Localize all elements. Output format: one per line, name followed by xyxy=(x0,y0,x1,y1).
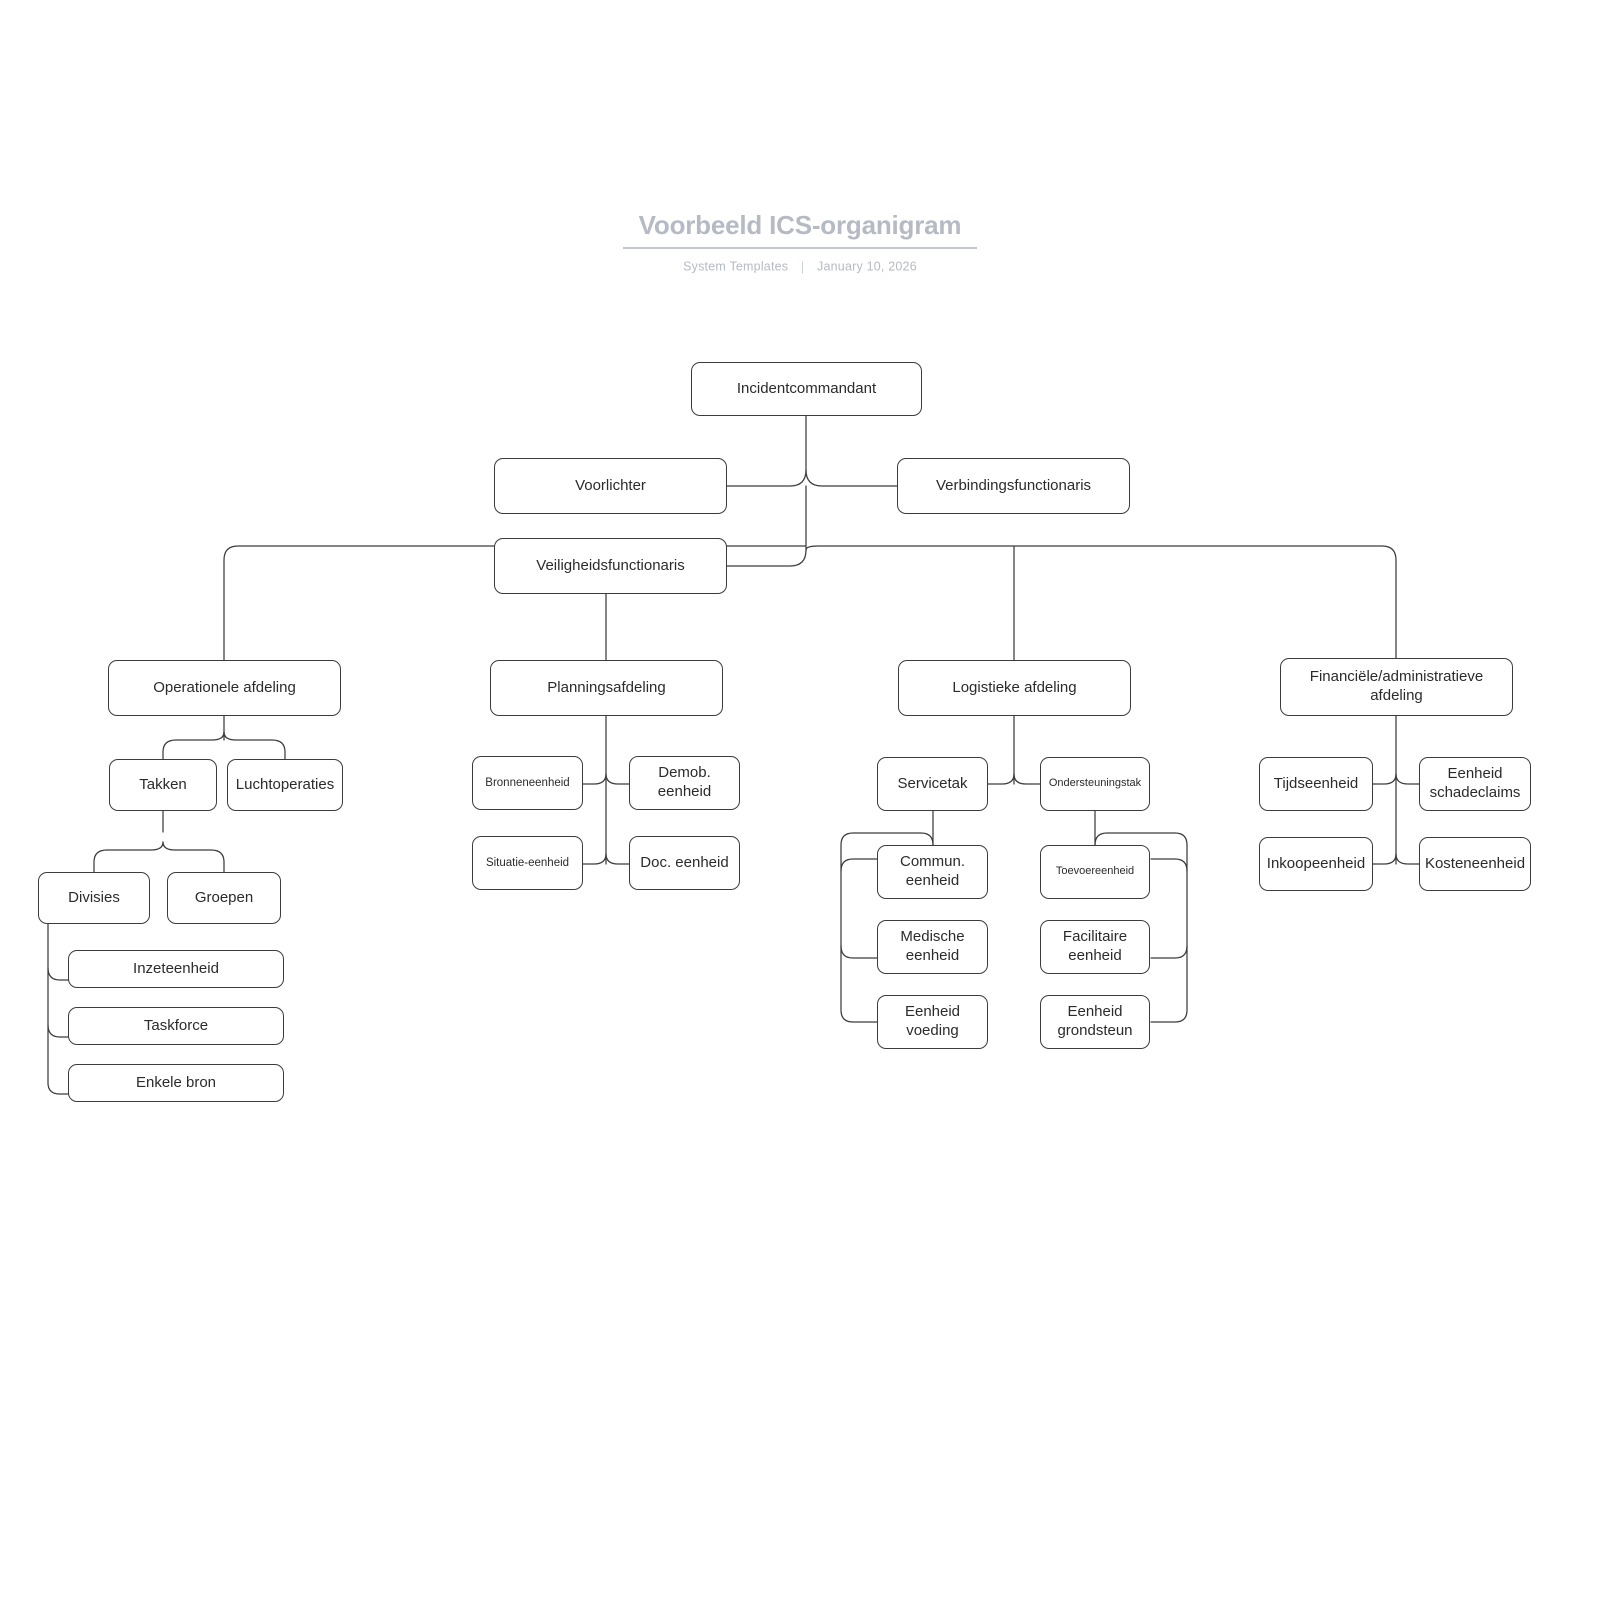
node-ondersteuningstak[interactable]: Ondersteuningstak xyxy=(1040,757,1150,811)
wire-service-medisch xyxy=(840,945,878,959)
wire-fin-kosten xyxy=(1395,853,1420,865)
node-eenheid-voeding[interactable]: Eenheid voeding xyxy=(877,995,988,1049)
wire-service-commun xyxy=(840,858,878,872)
node-operationele-afdeling[interactable]: Operationele afdeling xyxy=(108,660,341,716)
wire-divisies-inzet xyxy=(47,967,71,981)
wire-fin-schade xyxy=(1395,773,1420,785)
node-eenheid-grondsteun[interactable]: Eenheid grondsteun xyxy=(1040,995,1150,1049)
node-takken[interactable]: Takken xyxy=(109,759,217,811)
node-kosteneenheid[interactable]: Kosteneenheid xyxy=(1419,837,1531,891)
wire-log-service xyxy=(986,773,1015,785)
node-luchtoperaties[interactable]: Luchtoperaties xyxy=(227,759,343,811)
node-facilitaire-eenheid[interactable]: Facilitaire eenheid xyxy=(1040,920,1150,974)
wire-plan-bronnen xyxy=(582,773,607,785)
node-servicetak[interactable]: Servicetak xyxy=(877,757,988,811)
wire-onderst-facilit xyxy=(1150,945,1188,959)
node-planningsafdeling[interactable]: Planningsafdeling xyxy=(490,660,723,716)
wire-bar-right xyxy=(805,545,1397,661)
node-bronneneenheid[interactable]: Bronneneenheid xyxy=(472,756,583,810)
node-enkele-bron[interactable]: Enkele bron xyxy=(68,1064,284,1102)
wire-ic-liaison xyxy=(805,469,898,487)
wire-ic-safety xyxy=(726,549,807,567)
wire-plan-situatie xyxy=(582,853,607,865)
wire-fin-tijd xyxy=(1372,773,1397,785)
node-divisies[interactable]: Divisies xyxy=(38,872,150,924)
node-verbindingsfunctionaris[interactable]: Verbindingsfunctionaris xyxy=(897,458,1130,514)
node-toevoereenheid[interactable]: Toevoereenheid xyxy=(1040,845,1150,899)
node-financiele-administratieve-afdeling[interactable]: Financiële/administratieve afdeling xyxy=(1280,658,1513,716)
wire-plan-demob xyxy=(605,773,630,785)
wire-ic-pio xyxy=(726,469,807,487)
subtitle-date: January 10, 2026 xyxy=(817,259,917,274)
page-title: Voorbeeld ICS-organigram xyxy=(622,210,978,250)
node-voorlichter[interactable]: Voorlichter xyxy=(494,458,727,514)
subtitle-divider: | xyxy=(800,259,805,274)
wire-onderst-toevoer xyxy=(1150,858,1188,872)
wire-plan-doc xyxy=(605,853,630,865)
wire-log-onderst xyxy=(1013,773,1042,785)
wire-ops-takken xyxy=(162,731,225,763)
node-doc-eenheid[interactable]: Doc. eenheid xyxy=(629,836,740,890)
wire-ops-lucht xyxy=(223,731,286,763)
subtitle-source: System Templates xyxy=(683,259,789,274)
node-logistieke-afdeling[interactable]: Logistieke afdeling xyxy=(898,660,1131,716)
node-medische-eenheid[interactable]: Medische eenheid xyxy=(877,920,988,974)
node-incidentcommandant[interactable]: Incidentcommandant xyxy=(691,362,922,416)
node-inzeteenheid[interactable]: Inzeteenheid xyxy=(68,950,284,988)
node-demob-eenheid[interactable]: Demob. eenheid xyxy=(629,756,740,810)
wire-divisies-taskforce xyxy=(47,1024,71,1038)
chart-subtitle: System Templates | January 10, 2026 xyxy=(0,259,1600,274)
wire-fin-inkoop xyxy=(1372,853,1397,865)
wire-takken-divisies xyxy=(93,841,164,875)
node-commun-eenheid[interactable]: Commun. eenheid xyxy=(877,845,988,899)
node-taskforce[interactable]: Taskforce xyxy=(68,1007,284,1045)
wire-takken-groepen xyxy=(162,841,225,875)
wire-divisies-rail xyxy=(47,919,71,1095)
node-situatie-eenheid[interactable]: Situatie-eenheid xyxy=(472,836,583,890)
node-veiligheidsfunctionaris[interactable]: Veiligheidsfunctionaris xyxy=(494,538,727,594)
node-eenheid-schadeclaims[interactable]: Eenheid schadeclaims xyxy=(1419,757,1531,811)
node-inkoopeenheid[interactable]: Inkoopeenheid xyxy=(1259,837,1373,891)
chart-header: Voorbeeld ICS-organigram System Template… xyxy=(0,210,1600,274)
node-groepen[interactable]: Groepen xyxy=(167,872,281,924)
node-tijdseenheid[interactable]: Tijdseenheid xyxy=(1259,757,1373,811)
